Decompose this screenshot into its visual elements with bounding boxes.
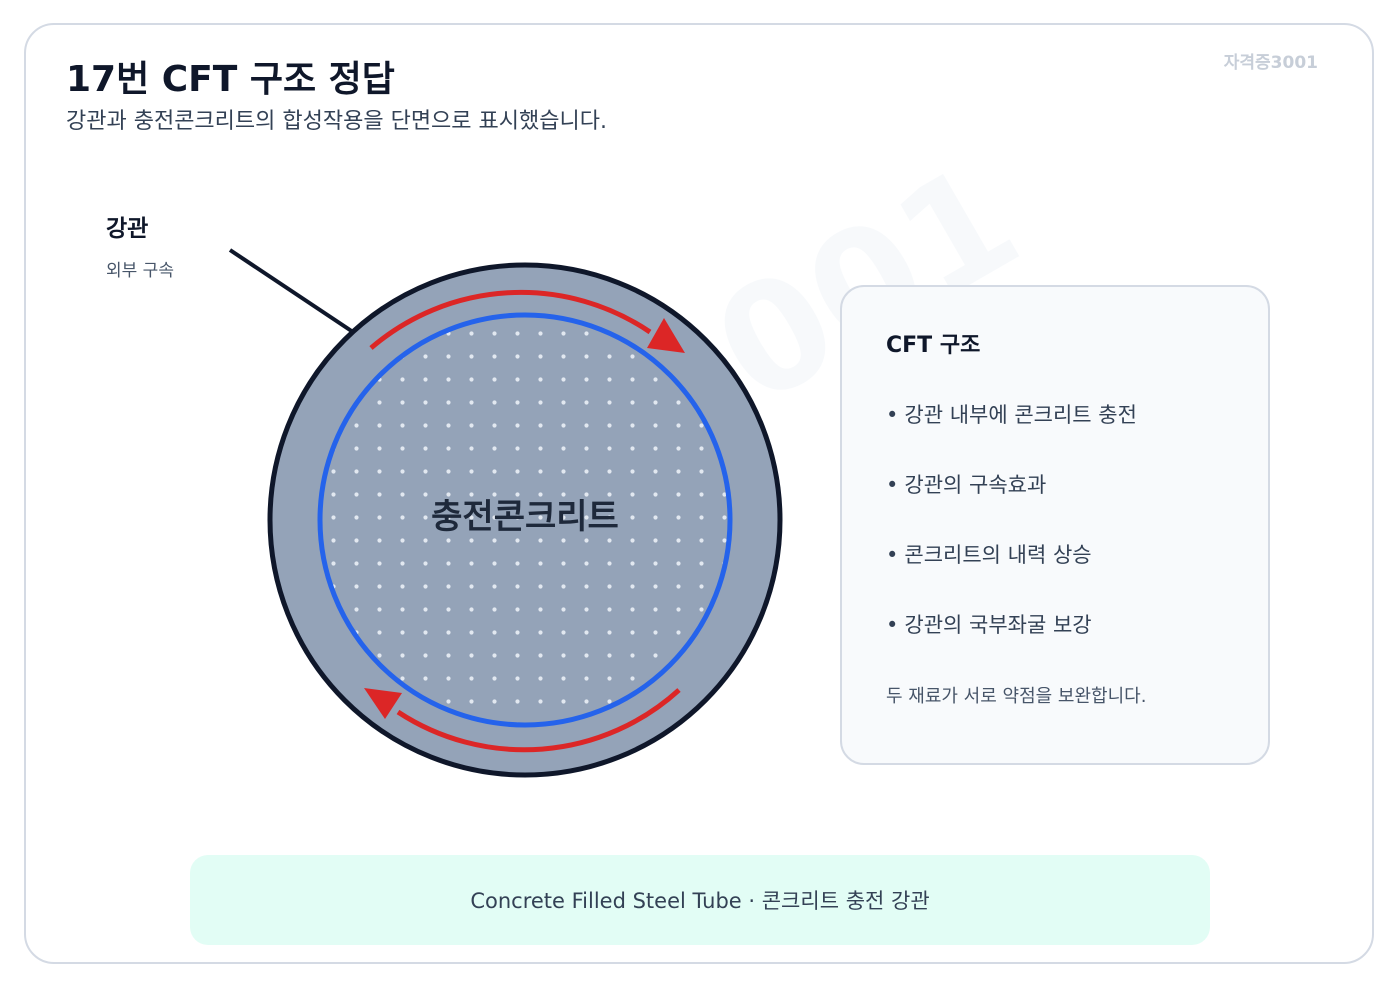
- info-bullet: •강관 내부에 콘크리트 충전: [886, 403, 1137, 427]
- page-title: 17번 CFT 구조 정답: [66, 59, 395, 100]
- info-bullet-text: 강관의 국부좌굴 보강: [904, 613, 1092, 637]
- confinement-arrow-bottom: [396, 688, 681, 753]
- info-bullet: •강관의 구속효과: [886, 473, 1047, 497]
- tube-concrete-interface: [317, 312, 733, 728]
- page-subtitle: 강관과 충전콘크리트의 합성작용을 단면으로 표시했습니다.: [66, 109, 607, 134]
- confinement-arrow-top: [369, 289, 652, 350]
- confinement-arrowhead-bottom: [364, 688, 402, 719]
- footer-banner: Concrete Filled Steel Tube · 콘크리트 충전 강관: [190, 855, 1210, 945]
- info-bullet-text: 강관 내부에 콘크리트 충전: [904, 403, 1137, 427]
- info-bullet-text: 콘크리트의 내력 상승: [904, 543, 1092, 567]
- info-bullet: •콘크리트의 내력 상승: [886, 543, 1092, 567]
- concrete-label: 충전콘크리트: [431, 497, 619, 537]
- confinement-arrowhead-top: [647, 318, 685, 353]
- steel-tube-leader-line: [228, 248, 355, 334]
- footer-text: Concrete Filled Steel Tube · 콘크리트 충전 강관: [470, 889, 930, 913]
- info-panel-note: 두 재료가 서로 약점을 보완합니다.: [886, 686, 1147, 707]
- info-bullet-text: 강관의 구속효과: [904, 473, 1047, 497]
- steel-tube-label: 강관: [106, 216, 149, 242]
- info-panel: CFT 구조 •강관 내부에 콘크리트 충전 •강관의 구속효과 •콘크리트의 …: [840, 285, 1270, 765]
- info-panel-title: CFT 구조: [886, 333, 981, 358]
- watermark-badge: 자격증3001: [1223, 53, 1318, 73]
- info-bullet: •강관의 국부좌굴 보강: [886, 613, 1092, 637]
- steel-tube-sublabel: 외부 구속: [106, 261, 174, 281]
- concrete-core: [320, 315, 730, 725]
